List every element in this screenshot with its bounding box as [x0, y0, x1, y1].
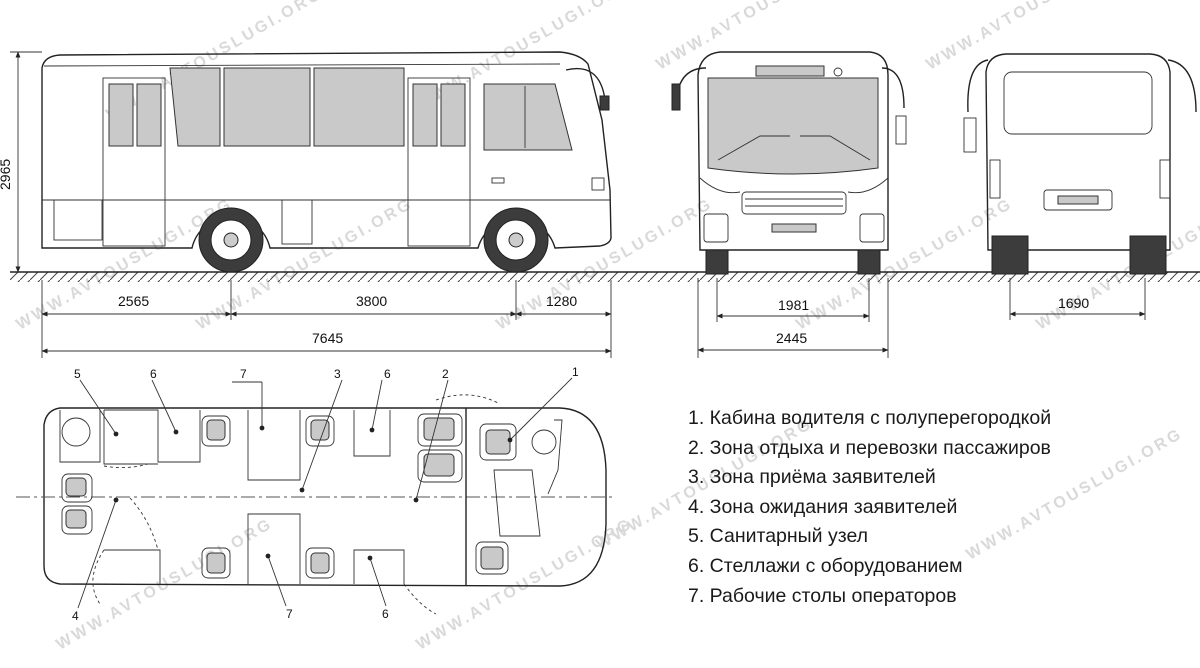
marker-number: 7: [240, 367, 247, 381]
dim-overall-width: 2445: [776, 330, 807, 346]
marker-number: 4: [72, 609, 79, 623]
dim-rear-track: 1690: [1058, 295, 1089, 311]
seat: [305, 547, 335, 579]
marker-number: 7: [286, 607, 293, 621]
legend-item: 6. Стеллажи с оборудованием: [688, 554, 963, 577]
marker-number: 2: [442, 367, 449, 381]
dim-wheelbase: 3800: [356, 293, 387, 309]
legend-item: 4. Зона ожидания заявителей: [688, 495, 958, 518]
seat: [61, 473, 93, 503]
seat: [61, 505, 93, 535]
legend-list: 1. Кабина водителя с полуперегородкой 2.…: [688, 404, 1051, 611]
side-dimensions: 2965 2565 3800 1280 7645: [0, 51, 612, 358]
watermark-text: WWW.AVTOUSLUGI.ORG: [1034, 195, 1200, 333]
steering-wheel-icon: [531, 429, 557, 455]
dim-overall-length: 7645: [312, 330, 343, 346]
driver-seat: [479, 423, 517, 461]
legend-item: 7. Рабочие столы операторов: [688, 584, 957, 607]
seat: [475, 541, 509, 575]
dim-rear-overhang: 1280: [546, 293, 577, 309]
marker-number: 6: [384, 367, 391, 381]
rear-dimensions: 1690: [1009, 278, 1146, 320]
legend-item: 2. Зона отдыха и перевозки пассажиров: [688, 436, 1051, 459]
seat: [417, 413, 463, 447]
seat: [201, 415, 231, 447]
dim-height: 2965: [0, 159, 13, 190]
watermark-text: WWW.AVTOUSLUGI.ORG: [794, 195, 1017, 333]
marker-number: 6: [382, 607, 389, 621]
seat: [201, 547, 231, 579]
legend-item: 5. Санитарный узел: [688, 525, 869, 548]
seat: [417, 449, 463, 483]
marker-number: 6: [150, 367, 157, 381]
marker-number: 3: [334, 367, 341, 381]
dim-front-track: 1981: [778, 297, 809, 313]
front-dimensions: 1981 2445: [697, 278, 889, 358]
watermark-text: WWW.AVTOUSLUGI.ORG: [924, 0, 1147, 73]
bus-side-view: [41, 51, 612, 273]
bus-rear-view: [963, 53, 1197, 275]
floor-plan: 5 6 7 3 6 2 1 4 7 6: [16, 365, 612, 623]
marker-number: 5: [74, 367, 81, 381]
marker-number: 1: [572, 365, 579, 379]
seat: [305, 415, 335, 447]
dim-front-overhang: 2565: [118, 293, 149, 309]
watermark-text: WWW.AVTOUSLUGI.ORG: [654, 0, 877, 73]
legend-item: 3. Зона приёма заявителей: [688, 466, 936, 489]
legend-item: 1. Кабина водителя с полуперегородкой: [688, 407, 1052, 429]
bus-front-view: [671, 51, 907, 275]
